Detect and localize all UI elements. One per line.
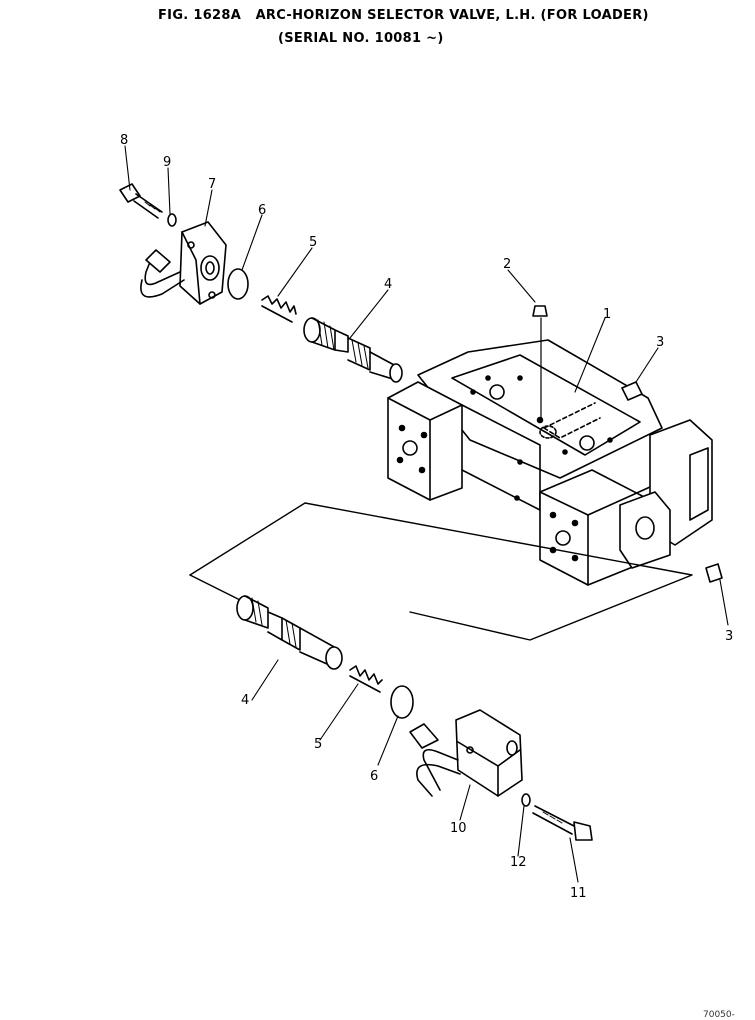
plug-right-lower <box>705 563 723 583</box>
spool-lower <box>236 595 343 670</box>
callout-4-lower: 4 <box>241 693 249 708</box>
leader-lines <box>124 145 729 883</box>
serial-subtitle: (SERIAL NO. 10081 ~) <box>278 31 444 46</box>
spring-lower <box>349 665 383 693</box>
callout-1: 1 <box>603 307 611 322</box>
callout-5-upper: 5 <box>309 235 317 250</box>
washer-upper <box>167 213 177 227</box>
spool-upper <box>303 317 403 383</box>
callout-10: 10 <box>450 821 467 836</box>
valve-body <box>387 317 713 586</box>
callout-4-upper: 4 <box>384 277 392 292</box>
elbow-flange-upper <box>140 221 227 305</box>
o-ring-lower <box>390 685 414 719</box>
group-outline <box>189 502 693 641</box>
o-ring-upper <box>227 268 249 300</box>
callout-2: 2 <box>503 257 511 272</box>
callout-12: 12 <box>510 855 527 870</box>
spring-upper <box>261 295 297 323</box>
callout-8: 8 <box>120 133 128 148</box>
plug-top <box>532 305 548 317</box>
callout-5-lower: 5 <box>314 737 322 752</box>
bolt-upper <box>119 183 163 219</box>
callout-6-upper: 6 <box>258 203 266 218</box>
callout-3-upper: 3 <box>656 335 664 350</box>
plug-right-upper <box>621 381 643 401</box>
callout-3-lower: 3 <box>725 629 733 644</box>
washer-lower <box>521 793 531 807</box>
callout-6-lower: 6 <box>370 769 378 784</box>
callout-9: 9 <box>163 155 171 170</box>
drawing-code: 70050- <box>703 1010 735 1020</box>
figure-title: FIG. 1628A ARC-HORIZON SELECTOR VALVE, L… <box>158 8 649 23</box>
callout-11: 11 <box>570 886 587 901</box>
elbow-flange-lower <box>409 709 523 797</box>
bolt-lower <box>532 805 593 841</box>
callout-7: 7 <box>208 177 216 192</box>
